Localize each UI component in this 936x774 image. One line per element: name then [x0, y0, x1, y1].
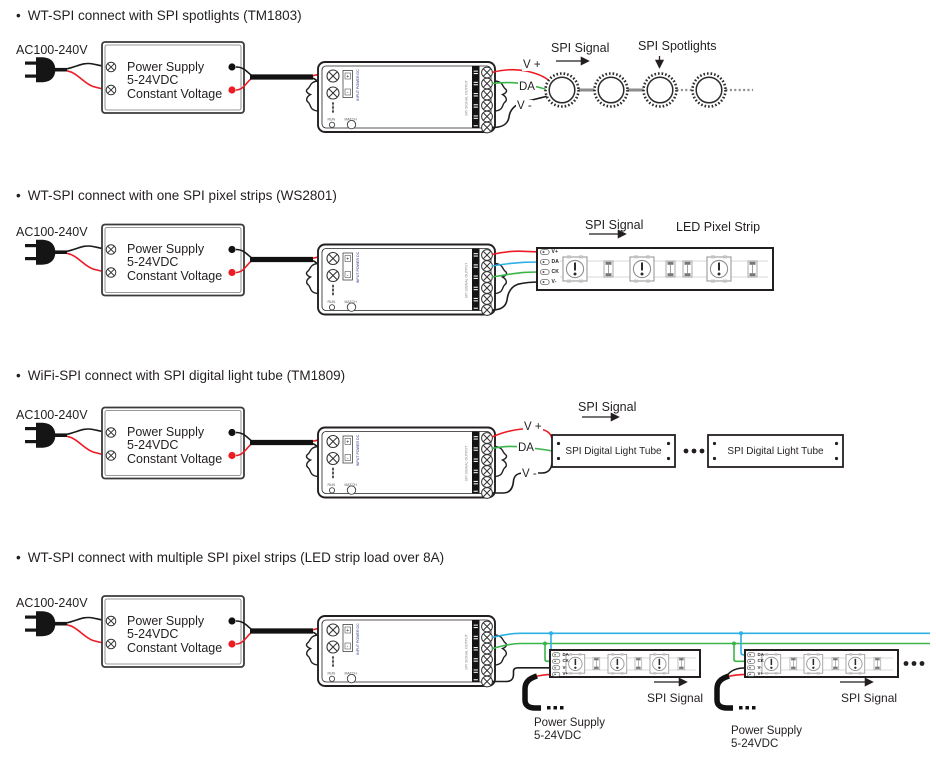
digital-light-tube-2 — [707, 434, 844, 468]
strip-ellipsis — [903, 661, 925, 666]
digital-light-tube-1 — [551, 434, 676, 468]
wire-label-vminus: V - — [521, 468, 538, 480]
wire-vminus — [491, 281, 542, 311]
bullet: • — [16, 188, 21, 203]
pin-label-ck-2: CK — [757, 658, 764, 664]
pin-label-vplus-2: V+ — [757, 671, 764, 677]
clock-bus-wire — [491, 642, 930, 650]
clock-drop-1 — [544, 643, 556, 663]
led-pixel-strip-2 — [744, 649, 899, 678]
bus-wires — [491, 632, 930, 683]
pin-label-ck-1: CK — [562, 658, 569, 664]
bullet: • — [16, 8, 21, 23]
wire-vplus — [491, 428, 553, 440]
spi-signal-label-2: SPI Signal — [841, 691, 898, 705]
tube-ellipsis — [683, 448, 705, 454]
bullet: • — [16, 368, 21, 383]
wire-vplus — [491, 250, 542, 256]
clock-drop-2 — [733, 643, 751, 663]
tube-label-2: SPI Digital Light Tube — [727, 445, 824, 457]
ac-input-label: AC100-240V — [16, 225, 88, 239]
data-bus-wire — [491, 632, 930, 639]
spi-signal-label: SPI Signal — [578, 400, 637, 414]
section-digital-light-tube: •WiFi-SPI connect with SPI digital light… — [0, 362, 936, 540]
wire-vminus-2 — [727, 667, 746, 676]
pin-label-da: DA — [551, 258, 560, 265]
spi-signal-label: SPI Signal — [585, 218, 644, 232]
ac-input-label: AC100-240V — [16, 408, 88, 422]
wire-label-vplus: V + — [523, 421, 543, 433]
wire-vminus-1 — [492, 667, 551, 683]
pin-label-vminus: V- — [551, 278, 557, 285]
pin-label-da-1: DA — [562, 651, 569, 657]
spi-signal-label-1: SPI Signal — [647, 691, 704, 705]
wire-vplus-1 — [535, 673, 552, 678]
tube-label-1: SPI Digital Light Tube — [565, 445, 662, 457]
pin-label-vminus-2: V- — [757, 664, 762, 670]
bullet: • — [16, 550, 21, 565]
led-pixel-strip — [536, 247, 774, 291]
ac-input-label: AC100-240V — [16, 596, 88, 610]
pin-label-vplus: V+ — [551, 248, 559, 255]
section-title: •WT-SPI connect with one SPI pixel strip… — [16, 188, 337, 203]
spotlights-label: SPI Spotlights — [638, 39, 717, 53]
pin-label-vplus-1: V+ — [562, 671, 569, 677]
section-one-pixel-strip: •WT-SPI connect with one SPI pixel strip… — [0, 181, 936, 362]
wire-label-da: DA — [518, 81, 536, 93]
led-pixel-strip-1 — [549, 649, 701, 678]
pin-label-ck: CK — [551, 268, 560, 275]
wire-label-vplus: V + — [522, 59, 542, 71]
wire-label-vminus: V - — [516, 100, 533, 112]
spi-signal-label: SPI Signal — [551, 41, 610, 55]
section-title: •WiFi-SPI connect with SPI digital light… — [16, 368, 346, 383]
pin-label-da-2: DA — [757, 651, 764, 657]
power-cable-1 — [522, 673, 564, 711]
ac-input-label: AC100-240V — [16, 43, 88, 57]
section-multiple-strips: •WT-SPI connect with multiple SPI pixel … — [0, 540, 936, 774]
pin-label-vminus-1: V- — [562, 664, 567, 670]
power-cable-2 — [714, 673, 756, 711]
section-title: •WT-SPI connect with multiple SPI pixel … — [16, 550, 445, 565]
wire-label-da: DA — [517, 442, 535, 454]
section-title: •WT-SPI connect with SPI spotlights (TM1… — [16, 8, 302, 23]
wire-vminus — [491, 95, 548, 129]
data-drop-2 — [740, 633, 751, 656]
wire-vminus — [492, 462, 553, 494]
pixel-strip-label: LED Pixel Strip — [676, 220, 761, 234]
wire-vplus — [491, 68, 551, 82]
wire-vplus-2 — [727, 673, 747, 678]
section-spotlights: •WT-SPI connect with SPI spotlights (TM1… — [0, 0, 936, 181]
